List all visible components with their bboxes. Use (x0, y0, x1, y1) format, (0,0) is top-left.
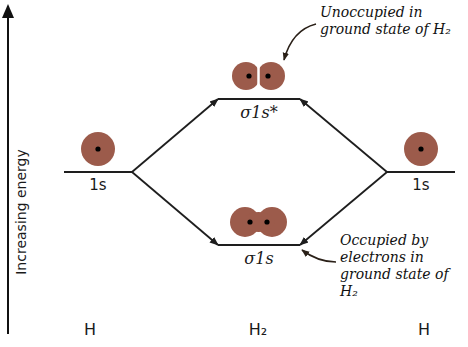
antibonding-level: σ1s* (218, 98, 300, 126)
energy-axis (7, 14, 9, 334)
correlation-arrow (132, 172, 218, 245)
nucleus-dot (246, 73, 251, 78)
atom-label: H (84, 320, 96, 339)
callout-note: Unoccupied in ground state of H₂ (320, 4, 460, 38)
axis-label: Increasing energy (13, 149, 29, 275)
bonding-level: σ1s (218, 244, 300, 272)
level-label: 1s (387, 176, 455, 194)
bonding-bridge (243, 212, 275, 232)
level-label: σ1s (218, 249, 300, 268)
atom-orbital (81, 132, 115, 166)
level-label: 1s (64, 176, 132, 194)
callout-leader (302, 250, 336, 262)
atom-label: H (418, 320, 430, 339)
nucleus-dot (265, 73, 270, 78)
atomic-level: 1s (387, 171, 455, 198)
correlation-arrow (132, 99, 218, 172)
callout-leader (284, 24, 316, 60)
antibonding-lobe (232, 62, 260, 90)
atomic-level: 1s (64, 171, 132, 198)
correlation-arrow (300, 99, 387, 172)
antibonding-lobe (257, 62, 285, 90)
nucleus-dot (247, 219, 252, 224)
nucleus-dot (264, 219, 269, 224)
nucleus-dot (95, 146, 100, 151)
level-label: σ1s* (218, 103, 300, 122)
atom-orbital (404, 132, 438, 166)
molecule-label: H₂ (249, 320, 267, 339)
axis-arrowhead (2, 4, 14, 18)
callout-note: Occupied by electrons in ground state of… (340, 232, 462, 300)
node-plane (257, 58, 260, 94)
nucleus-dot (418, 146, 423, 151)
